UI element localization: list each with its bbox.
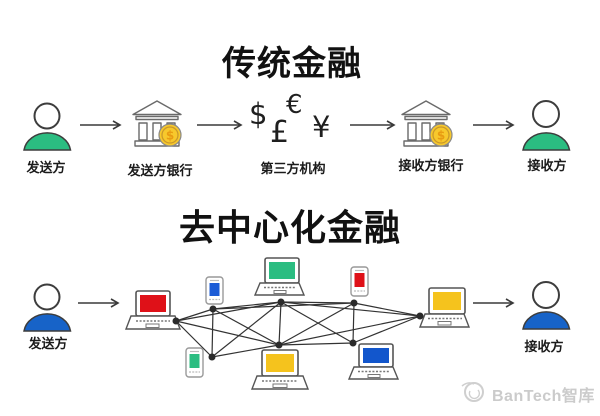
network-node (277, 298, 285, 306)
receiver-person-icon (522, 100, 571, 151)
network-nodes (172, 298, 424, 361)
laptop-yellow-icon (250, 349, 310, 390)
coin-icon: $ (429, 123, 453, 147)
arrow-icon (78, 298, 120, 308)
sender-label: 发送方 (26, 160, 66, 175)
network-node (275, 341, 283, 349)
network-edge (212, 302, 355, 310)
arrow-icon (473, 120, 515, 130)
defi-receiver-person-icon (522, 281, 571, 330)
network-node (350, 299, 358, 307)
section-title-defi: 去中心化金融 (178, 207, 401, 248)
network-node (349, 339, 357, 347)
pound-symbol: £ (270, 115, 290, 150)
bantech-logo-icon (461, 382, 484, 402)
phone-red-icon (350, 266, 369, 297)
receiver-bank-label: 接收方银行 (398, 158, 464, 173)
defi-sender-person-icon (23, 283, 72, 332)
network-edge (280, 301, 421, 317)
yen-symbol: ¥ (312, 110, 331, 144)
network-edge (211, 344, 280, 358)
arrow-icon (197, 120, 243, 130)
sender-person-icon (23, 102, 72, 151)
watermark-text: BanTech智库 (492, 388, 595, 405)
network-edge (280, 301, 355, 304)
network-edge (212, 301, 282, 310)
network-edge (212, 308, 280, 346)
phone-blue-icon (205, 276, 224, 305)
sender-bank-icon: $ (132, 100, 182, 147)
arrow-icon (80, 120, 122, 130)
section-title-traditional: 传统金融 (222, 45, 362, 83)
third-party-label: 第三方机构 (260, 161, 326, 176)
network-edge (211, 308, 214, 358)
laptop-blue-icon (347, 343, 400, 380)
network-edges (175, 301, 421, 358)
arrow-icon (350, 120, 396, 130)
coin-symbol: $ (166, 129, 174, 143)
network-edge (175, 301, 282, 322)
network-edge (280, 301, 354, 344)
defi-receiver-label: 接收方 (524, 339, 564, 354)
coin-symbol: $ (437, 129, 445, 143)
network-node (172, 317, 180, 325)
network-edge (175, 320, 213, 358)
network-node (209, 305, 217, 313)
network-edge (352, 302, 355, 344)
network-edge (352, 315, 421, 344)
phone-green-icon (185, 347, 204, 378)
laptop-green-icon (253, 257, 306, 296)
receiver-label: 接收方 (527, 158, 567, 173)
network-edge (211, 301, 282, 358)
laptop-red-icon (124, 290, 182, 330)
network-edge (278, 301, 282, 346)
defi-sender-label: 发送方 (28, 336, 68, 351)
network-edge (175, 320, 280, 346)
network-node (416, 312, 424, 320)
dollar-symbol: $ (249, 97, 268, 131)
network-edge (278, 302, 355, 346)
network-node (208, 353, 216, 361)
network-edge (175, 308, 214, 322)
receiver-bank-icon: $ (401, 100, 453, 147)
sender-bank-label: 发送方银行 (127, 163, 193, 178)
arrow-icon (473, 298, 515, 308)
network-edge (353, 302, 421, 317)
network-edge (278, 315, 421, 346)
coin-icon: $ (158, 123, 182, 147)
laptop-yellow-right-icon (418, 287, 471, 328)
euro-symbol: € (286, 90, 303, 120)
network-edge (278, 342, 354, 346)
